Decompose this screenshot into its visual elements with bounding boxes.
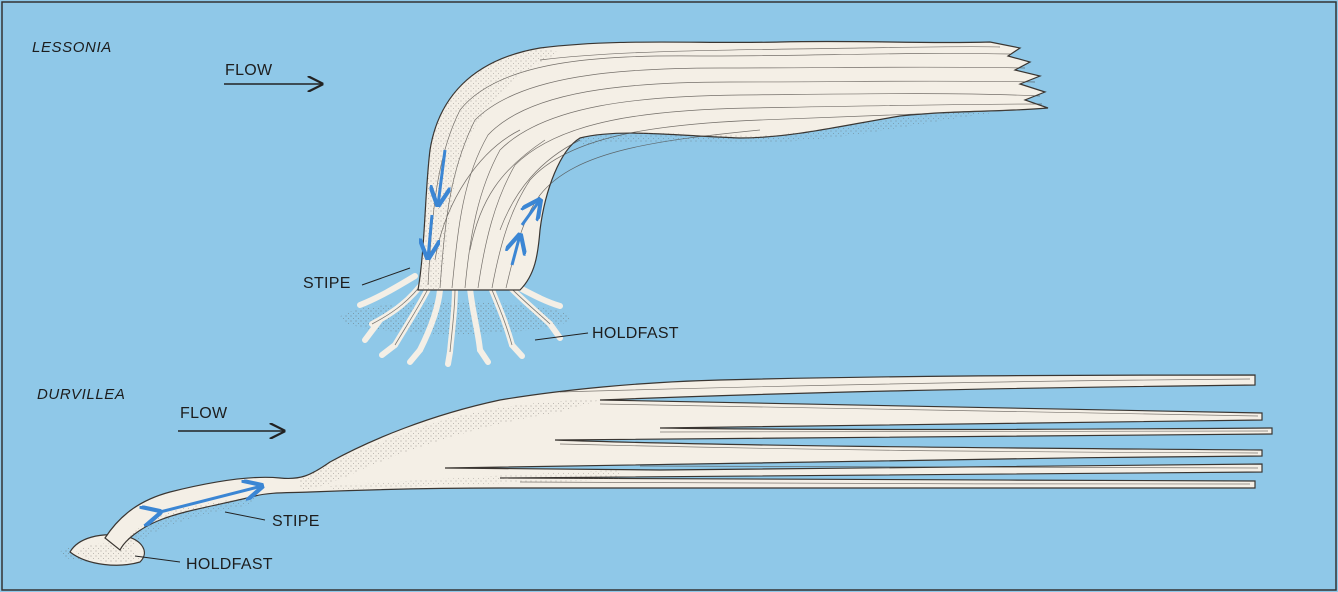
lessonia-stipe-label: STIPE [303,276,351,292]
durvillea-genus-label: DURVILLEA [37,387,126,402]
lessonia-kelp-drawing [224,41,1048,364]
durvillea-kelp-drawing [60,375,1272,565]
lessonia-flow-label: FLOW [225,63,272,79]
durvillea-flow-label: FLOW [180,406,227,422]
lessonia-holdfast-label: HOLDFAST [592,326,679,342]
durvillea-stipe-leader [225,512,265,520]
durvillea-stipe-label: STIPE [272,514,320,530]
lessonia-genus-label: LESSONIA [32,40,112,55]
durvillea-holdfast-label: HOLDFAST [186,557,273,573]
